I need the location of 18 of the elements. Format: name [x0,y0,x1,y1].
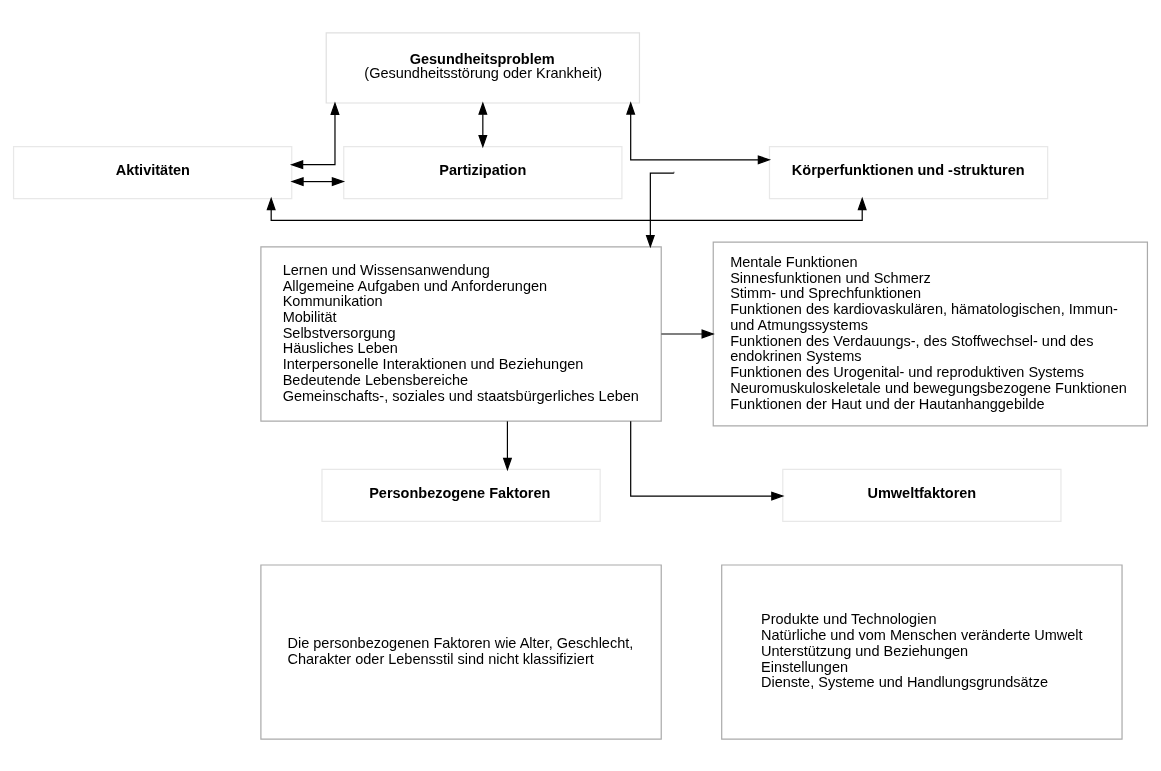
arrow [289,101,340,169]
node-box: Produkte und Technologien Natürliche und vom Menschen veränderte Umwelt Unterstützung und Beziehungen Einstellungen Dienste, Systeme und Handlungsgrundsätze [721,563,1123,740]
node-box: Lernen und Wissensanwendung Allgemeine Aufgaben und Anforderungen Kommunikation Mobilität Selbstversorgung Häusliches Leben Interpersonelle Interaktionen und Beziehungen Bedeutende Lebensbereiche Gemeinschafts-, soziales und staatsbürgerliches Leben [260,245,662,422]
node-box: Umweltfaktoren [782,468,1062,522]
node-box: Aktivitäten [12,145,293,199]
node-box: Partizipation [343,145,623,199]
node-box: Körperfunktionen und -strukturen [768,145,1049,199]
node-box: Gesundheitsproblem (Gesundheitsstörung oder Krankheit) [325,31,641,104]
arrow [630,420,785,501]
arrow [660,328,715,339]
arrow [502,420,513,471]
node-box: Personbezogene Faktoren [321,468,601,522]
node-box: Mentale Funktionen Sinnesfunktionen und Schmerz Stimm- und Sprechfunktionen Funktionen des kardiovaskulären, hämatologischen, Immun- und Atmungssystems Funktionen des Verdauungs-, des Stoffwechsel- und des endokrinen Systems Funktionen des Urogenital- und reproduktiven Systems Neuromuskuloskeletale und bewegungsbezogene Funktionen Funktionen der Haut und der Hautanhanggebilde [712,240,1149,426]
arrow [626,100,772,164]
arrow [478,101,488,148]
arrow [266,196,867,221]
arrow [290,176,346,186]
node-box: Die personbezogenen Faktoren wie Alter, Geschlecht, Charakter oder Lebensstil sind nicht klassifiziert [260,563,662,740]
